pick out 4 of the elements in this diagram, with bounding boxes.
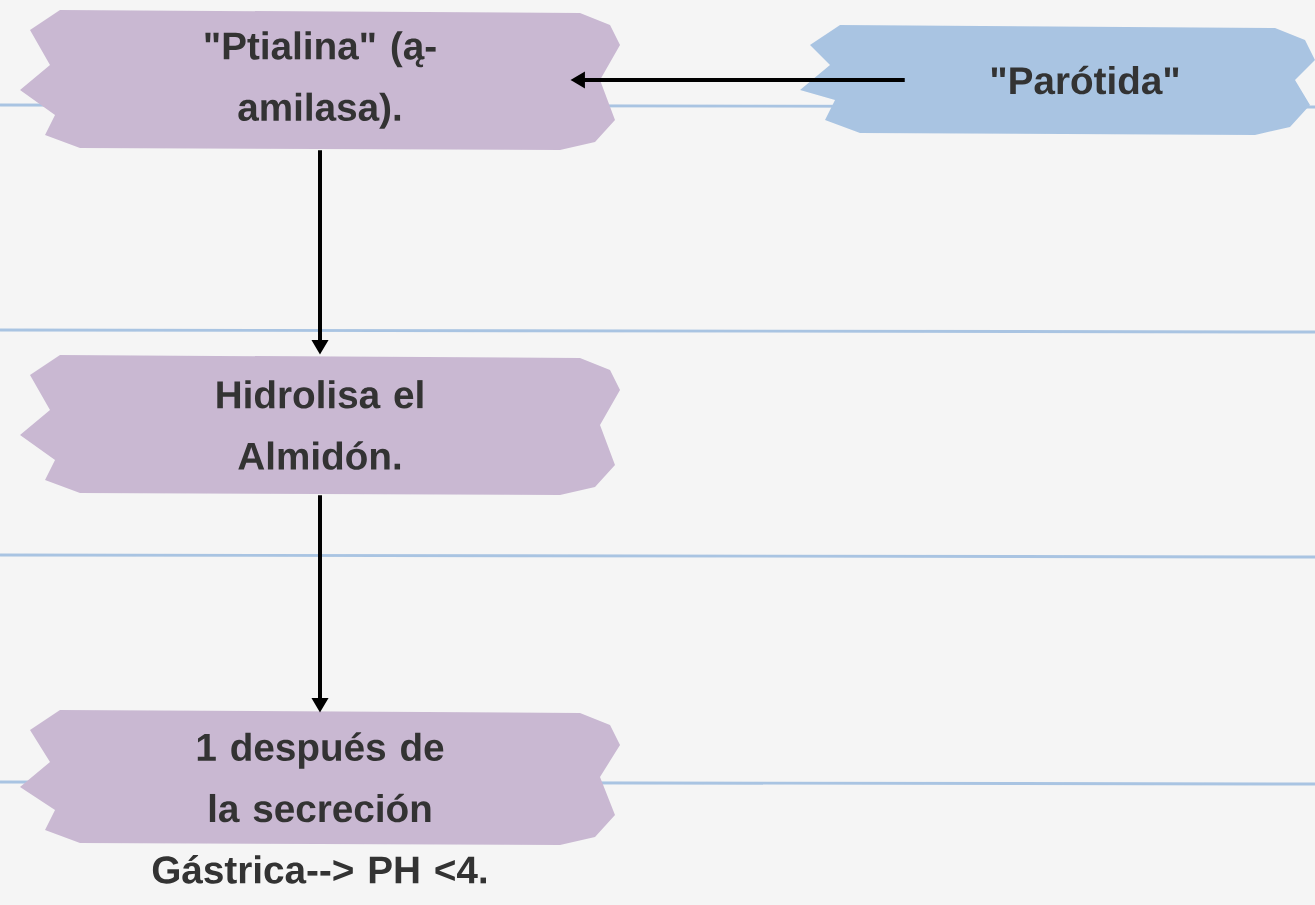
node-label: Hidrolisa el Almidón. [217,380,423,470]
node-label: "Parótida" [991,65,1179,95]
node-label: "Ptialina" (ą-amilasa). [205,31,436,129]
node-label: 1 después de la secreción Gástrica--> PH <4. [152,732,486,884]
